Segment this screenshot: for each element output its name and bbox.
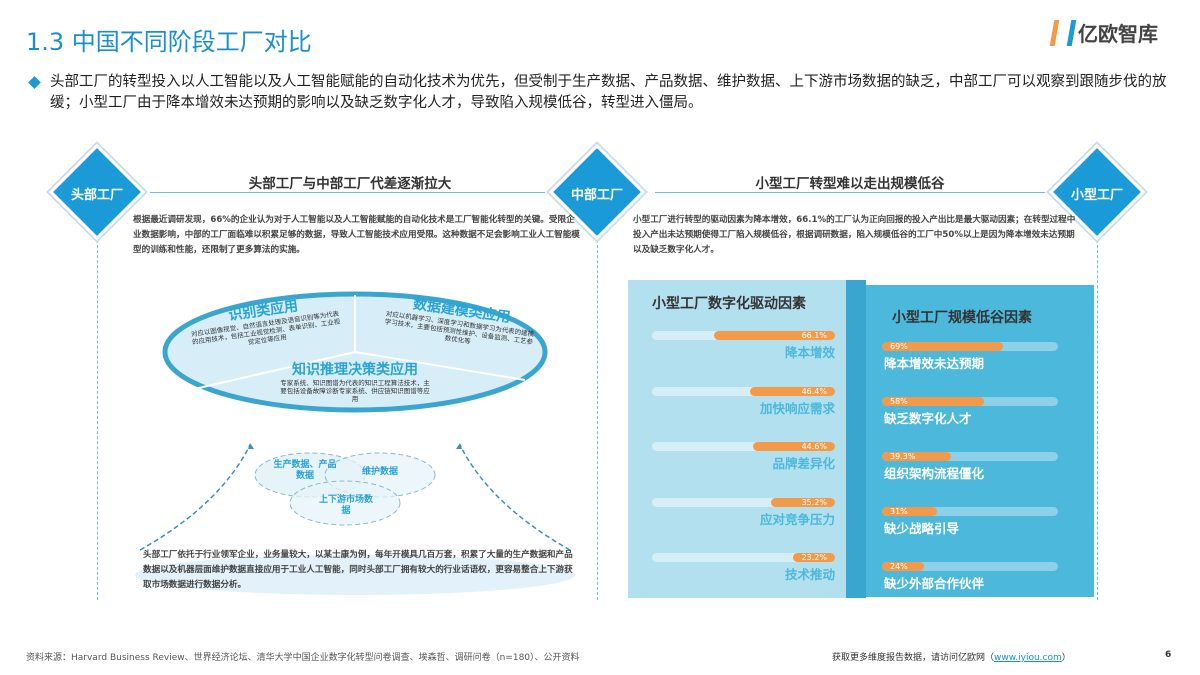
drivers-title: 小型工厂数字化驱动因素 xyxy=(652,296,806,312)
driver-bar-track: 35.2% xyxy=(652,497,835,507)
low-bar-fill: 58% xyxy=(882,397,985,406)
low-label: 组织架构流程僵化 xyxy=(884,466,985,481)
disk-segment: 知识推理决策类应用 专家系统、知识图谱为代表的知识工程算法技术，主要包括设备故障… xyxy=(280,362,430,403)
low-label: 降本增效未达预期 xyxy=(884,356,985,371)
stage-label-top: 头部工厂 xyxy=(70,188,123,203)
driver-bar-track: 46.4% xyxy=(652,386,835,396)
logo: 亿欧智库 xyxy=(1049,18,1158,47)
low-label: 缺少战略引导 xyxy=(884,521,960,536)
page-number: 6 xyxy=(1165,650,1172,660)
footer-more: 获取更多维度报告数据，请访问亿欧网（www.iyiou.com） xyxy=(832,650,1071,663)
segment-title: 知识推理决策类应用 xyxy=(292,362,418,378)
driver-label: 技术推动 xyxy=(784,567,835,582)
low-bar-track: 24% xyxy=(882,562,1058,571)
section-header-left: 头部工厂与中部工厂代差逐渐拉大 xyxy=(210,172,490,192)
right-paragraph: 小型工厂进行转型的驱动因素为降本增效，66.1%的工厂认为正向回报的投入产出比是… xyxy=(633,215,1076,255)
low-label: 缺少外部合作伙伴 xyxy=(884,576,985,591)
driver-bar-track: 44.6% xyxy=(652,442,835,451)
bottom-paragraph: 头部工厂依托于行业领军企业，业务量较大，以某士康为例，每年开模具几百万套，积累了… xyxy=(143,550,573,590)
logo-text: 亿欧智库 xyxy=(1078,22,1158,46)
low-bar-fill: 31% xyxy=(882,507,937,516)
ai-application-disk xyxy=(162,291,548,413)
left-paragraph: 根据最近调研发现，66%的企业认为对于人工智能以及人工智能赋能的自动化技术是工厂… xyxy=(133,215,580,255)
bubble-production: 生产数据、产品数据 xyxy=(273,460,337,481)
arrow-line xyxy=(655,192,1045,193)
driver-bar-fill: 46.4% xyxy=(750,386,835,396)
driver-bar-fill: 66.1% xyxy=(714,331,835,340)
lows-title: 小型工厂规模低谷因素 xyxy=(892,310,1032,326)
divider xyxy=(1097,225,1098,600)
driver-label: 品牌差异化 xyxy=(772,456,835,471)
low-bar-track: 69% xyxy=(882,342,1058,351)
source-note: 资料来源：Harvard Business Review、世界经济论坛、清华大学… xyxy=(26,653,580,663)
page-title: 1.3 中国不同阶段工厂对比 xyxy=(26,28,312,56)
website-link[interactable]: www.iyiou.com xyxy=(994,653,1062,663)
driver-label: 加快响应需求 xyxy=(759,400,835,416)
divider xyxy=(597,225,598,600)
footer-text: 获取更多维度报告数据，请访问亿欧网（ xyxy=(832,653,995,663)
driver-label: 降本增效 xyxy=(784,345,835,360)
driver-bar-fill: 23.2% xyxy=(792,553,835,562)
low-bar-track: 31% xyxy=(882,507,1058,516)
divider xyxy=(97,225,98,600)
drivers-panel xyxy=(628,280,846,598)
logo-icon xyxy=(1049,19,1077,46)
panel-fold xyxy=(846,280,866,598)
driver-bar-fill: 44.6% xyxy=(753,442,835,451)
lows-panel xyxy=(866,285,1094,597)
section-header-right: 小型工厂转型难以走出规模低谷 xyxy=(710,172,990,192)
summary-bullet: 头部工厂的转型投入以人工智能以及人工智能赋能的自动化技术为优先，但受制于生产数据… xyxy=(30,72,1180,114)
low-label: 缺乏数字化人才 xyxy=(884,411,972,426)
bubble-market: 上下游市场数据 xyxy=(318,495,373,516)
stage-label-small: 小型工厂 xyxy=(1070,188,1123,203)
driver-bar-track: 66.1% xyxy=(652,331,835,340)
low-bar-track: 39.3% xyxy=(882,452,1058,461)
segment-text: 专家系统、知识图谱为代表的知识工程算法技术，主要包括设备故障诊断专家系统、供应链… xyxy=(280,379,430,403)
low-bar-fill: 39.3% xyxy=(882,452,952,461)
stage-label-mid: 中部工厂 xyxy=(570,188,623,203)
low-bar-fill: 24% xyxy=(882,562,925,571)
data-bubbles xyxy=(135,443,575,595)
driver-label: 应对竞争压力 xyxy=(759,511,835,527)
footer-text: ） xyxy=(1061,653,1071,663)
bubble-maintenance: 维护数据 xyxy=(361,467,398,477)
driver-bar-track: 23.2% xyxy=(652,553,835,562)
low-bar-track: 58% xyxy=(882,397,1058,406)
low-bar-fill: 69% xyxy=(882,342,1004,351)
driver-bar-fill: 35.2% xyxy=(770,497,835,507)
arrow-line xyxy=(150,192,545,193)
